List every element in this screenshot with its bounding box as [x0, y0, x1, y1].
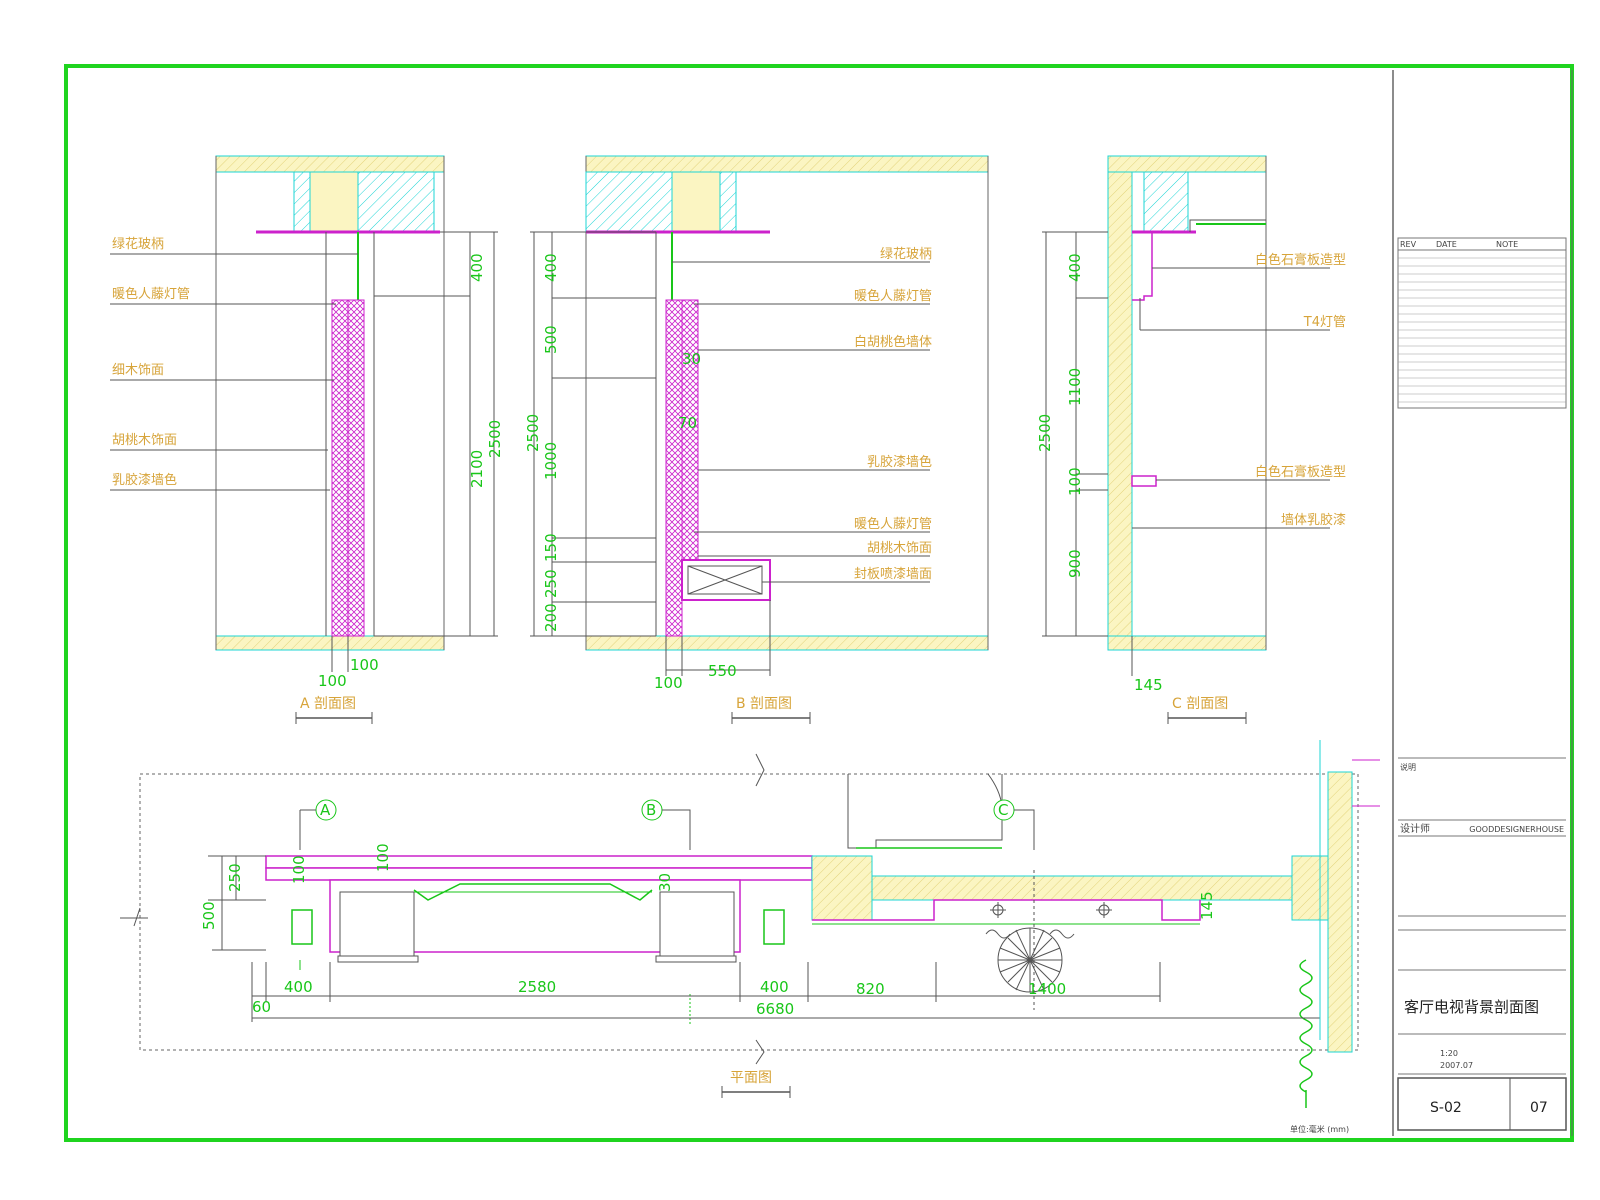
b-dim-500: 500	[542, 325, 560, 354]
section-a	[110, 155, 498, 724]
sheet-number: 07	[1530, 1100, 1548, 1116]
c-dim-1100: 1100	[1066, 368, 1084, 406]
rev-header-note: NOTE	[1496, 240, 1518, 249]
b-label-4: 乳胶漆墙色	[867, 454, 932, 470]
company-label: 设计师	[1400, 822, 1430, 835]
plan-dim-145: 145	[1198, 891, 1216, 920]
plan-dim-500: 500	[200, 901, 218, 930]
plan-dim-400-right: 400	[760, 978, 789, 996]
section-c-title: C 剖面图	[1172, 696, 1228, 712]
plan-dim-6680: 6680	[756, 1000, 794, 1018]
a-label-1: 绿花玻柄	[112, 236, 164, 252]
section-a-title: A 剖面图	[300, 696, 356, 712]
b-dim-200: 200	[542, 603, 560, 632]
a-dim-100-upper: 100	[350, 656, 379, 674]
sheet-code: S-02	[1430, 1100, 1462, 1116]
b-dim-2500: 2500	[524, 414, 542, 452]
plan-dim-1400: 1400	[1028, 980, 1066, 998]
b-label-5: 暖色人藤灯管	[854, 516, 932, 532]
plan-title: 平面图	[730, 1070, 772, 1086]
c-dim-100: 100	[1066, 467, 1084, 496]
c-label-4: 墙体乳胶漆	[1281, 512, 1346, 528]
a-label-5: 乳胶漆墙色	[112, 472, 177, 488]
b-dim-550: 550	[708, 662, 737, 680]
unit-note: 单位:毫米 (mm)	[1290, 1124, 1349, 1134]
c-label-2: T4灯管	[1303, 315, 1346, 330]
plan-dim-820: 820	[856, 980, 885, 998]
company-value: GOODDESIGNERHOUSE	[1469, 825, 1564, 834]
b-dim-70: 70	[678, 414, 697, 432]
b-label-7: 封板喷漆墙面	[854, 566, 932, 582]
c-dim-900: 900	[1066, 549, 1084, 578]
plan-dim-30: 30	[656, 873, 674, 892]
plan-dim-250: 250	[226, 863, 244, 892]
plan-dim-60: 60	[252, 998, 271, 1016]
c-dim-400: 400	[1066, 253, 1084, 282]
scale-value: 1:20	[1440, 1049, 1458, 1058]
drawing-title: 客厅电视背景剖面图	[1404, 998, 1539, 1016]
plan-dim-100-mid: 100	[374, 843, 392, 872]
b-dim-100: 100	[654, 674, 683, 692]
plan-dim-100-left: 100	[290, 855, 308, 884]
b-label-3: 白胡桃色墙体	[854, 334, 932, 350]
b-label-2: 暖色人藤灯管	[854, 288, 932, 304]
plan-dim-2580: 2580	[518, 978, 556, 996]
title-block	[1397, 237, 1567, 1131]
section-b	[530, 155, 989, 724]
b-dim-30: 30	[682, 350, 701, 368]
section-c	[1042, 155, 1330, 724]
a-dim-100-lower: 100	[318, 672, 347, 690]
b-label-6: 胡桃木饰面	[867, 541, 932, 556]
plan-dim-400-left: 400	[284, 978, 313, 996]
plan-marker-b: B	[646, 801, 656, 819]
rev-header-rev: REV	[1400, 240, 1417, 249]
b-label-1: 绿花玻柄	[880, 246, 932, 262]
b-dim-400: 400	[542, 253, 560, 282]
a-label-3: 细木饰面	[112, 363, 164, 378]
c-dim-145: 145	[1134, 676, 1163, 694]
date-value: 2007.07	[1440, 1061, 1473, 1070]
a-label-2: 暖色人藤灯管	[112, 286, 190, 302]
a-dim-2500: 2500	[486, 420, 504, 458]
plan-view	[120, 740, 1380, 1108]
a-label-4: 胡桃木饰面	[112, 433, 177, 448]
b-dim-250: 250	[542, 569, 560, 598]
a-dim-2100: 2100	[468, 450, 486, 488]
b-dim-150: 150	[542, 533, 560, 562]
c-dim-2500: 2500	[1036, 414, 1054, 452]
plan-marker-c: C	[998, 801, 1008, 819]
rev-header-date: DATE	[1436, 240, 1457, 249]
plan-marker-a: A	[320, 801, 331, 819]
c-label-3: 白色石膏板造型	[1255, 464, 1346, 480]
c-label-1: 白色石膏板造型	[1255, 252, 1346, 268]
section-b-title: B 剖面图	[736, 696, 792, 712]
b-dim-1000: 1000	[542, 442, 560, 480]
a-dim-400: 400	[468, 253, 486, 282]
notes-heading: 说明	[1400, 762, 1416, 772]
